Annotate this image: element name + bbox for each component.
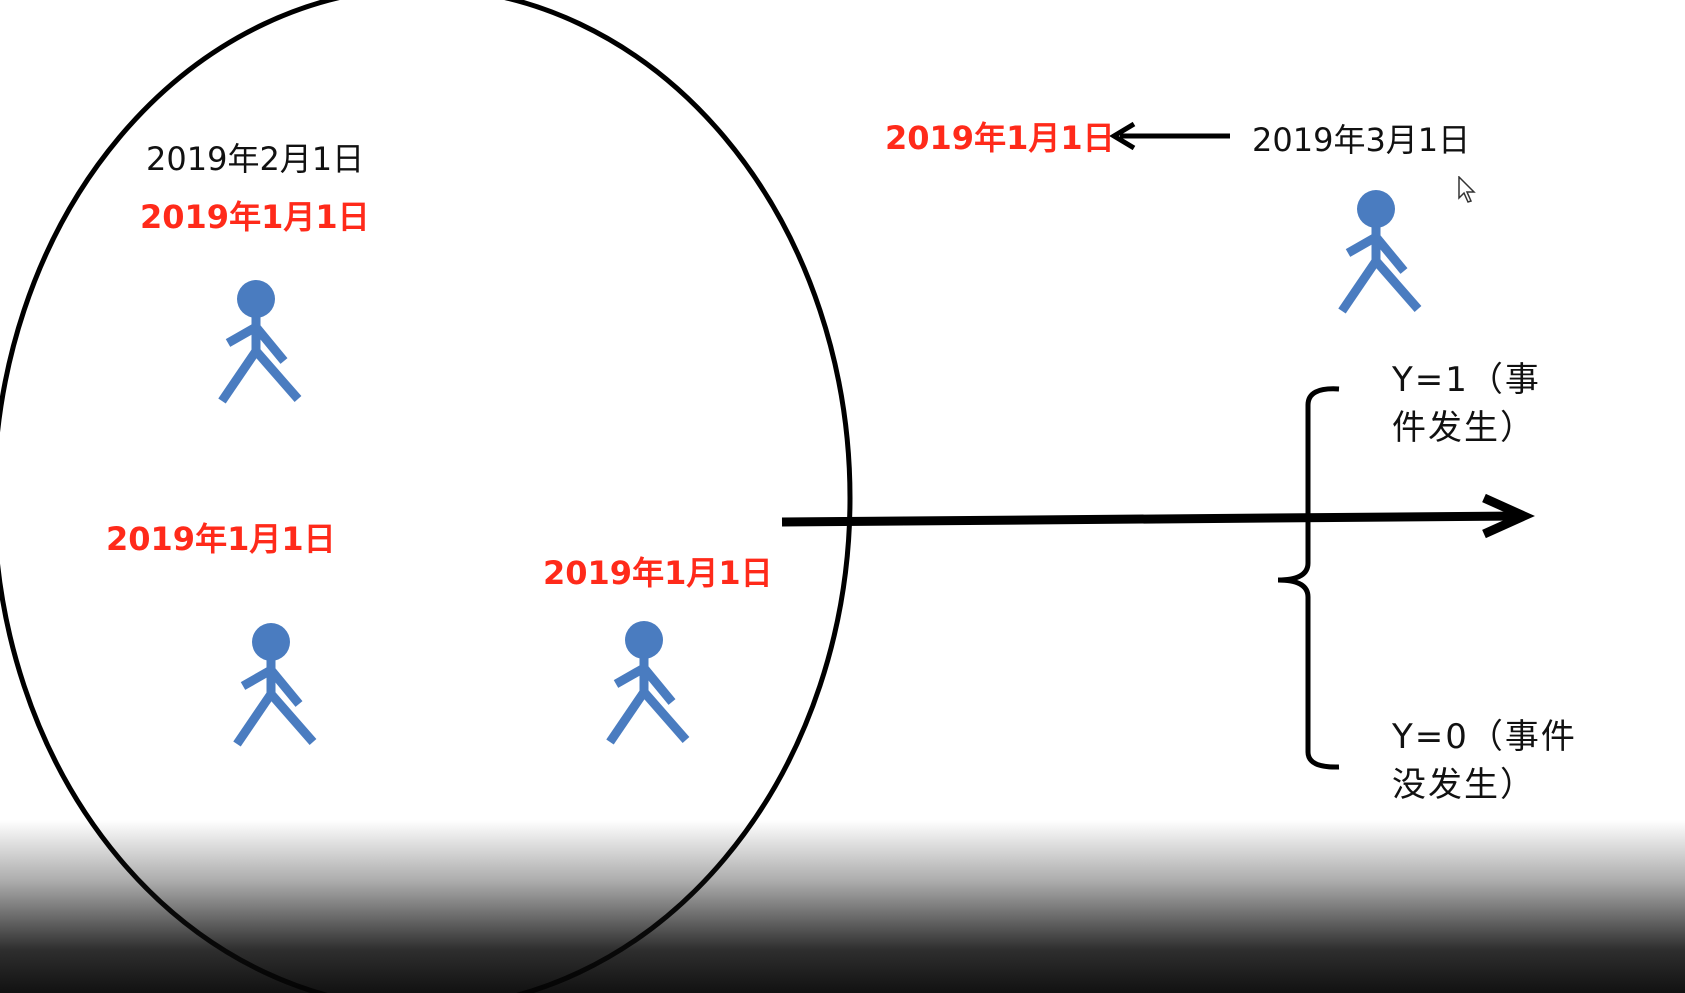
date-label-feb: 2019年2月1日 xyxy=(146,140,365,178)
mouse-cursor-icon xyxy=(1458,176,1476,203)
outcome-y1: Y=1（事 件发生） xyxy=(1392,356,1541,452)
date-label-jan: 2019年1月1日 xyxy=(106,520,336,558)
date-label-jan: 2019年1月1日 xyxy=(140,198,370,236)
date-label-jan: 2019年1月1日 xyxy=(885,119,1115,157)
outcome-y0-line2: 没发生） xyxy=(1392,765,1536,805)
outcome-y0: Y=0（事件 没发生） xyxy=(1392,713,1577,809)
outcome-y1-line2: 件发生） xyxy=(1392,408,1536,448)
population-ellipse xyxy=(0,0,853,993)
date-label-mar: 2019年3月1日 xyxy=(1252,121,1471,159)
person-icon xyxy=(1342,190,1418,311)
back-arrow xyxy=(1109,121,1230,151)
date-label-jan: 2019年1月1日 xyxy=(543,554,773,592)
main-arrow xyxy=(781,493,1535,539)
outcome-brace xyxy=(1277,386,1340,770)
person-icon xyxy=(237,623,313,744)
person-icon xyxy=(610,621,686,742)
outcome-y1-line1: Y=1（事 xyxy=(1392,360,1541,400)
outcome-y0-line1: Y=0（事件 xyxy=(1392,717,1577,757)
person-icon xyxy=(222,280,298,401)
